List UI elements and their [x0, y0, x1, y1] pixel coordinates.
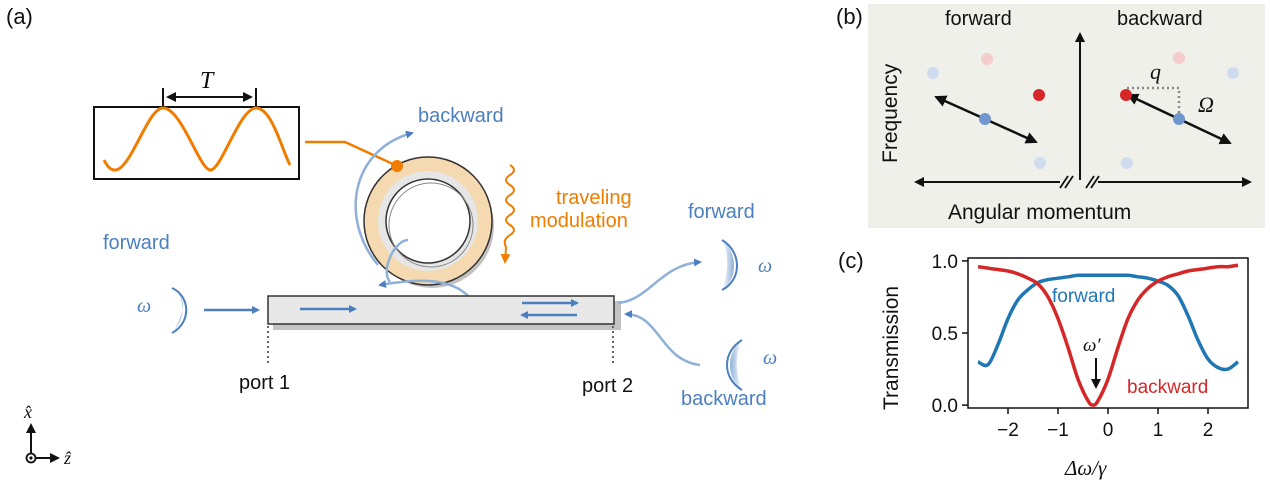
forward-left-label: forward [103, 232, 170, 254]
c-ylabel: Transmission [880, 286, 903, 410]
c-forward-label: forward [1052, 286, 1115, 307]
omega-backward-out-label: ω [763, 347, 777, 369]
panel-b: (b) forward backward Frequency Angular m… [836, 4, 1265, 228]
modulation-point [391, 160, 403, 172]
b-omega-label: Ω [1198, 92, 1214, 117]
omega-forward-out-label: ω [758, 255, 772, 277]
c-omega-prime-label: ω′ [1083, 335, 1101, 356]
period-label: T [200, 68, 215, 94]
transmission-plot: −2 −1 0 1 2 0.0 0.5 1.0 [932, 252, 1240, 441]
x-tick-label: 2 [1203, 420, 1214, 441]
b-axis-break-3 [1085, 175, 1095, 189]
y-tick-label: 0.5 [932, 324, 958, 345]
backward-ring-arrow [354, 130, 414, 266]
b-backward-arrow-up [1126, 93, 1180, 121]
output-backward-branch [624, 310, 701, 367]
modulation-label: modulation [530, 210, 628, 232]
x-tick-label: 0 [1103, 420, 1114, 441]
b-axis-break-2 [1064, 175, 1074, 189]
forward-right-label: forward [688, 201, 755, 223]
b-forward-arrow-down [984, 117, 1038, 144]
series-line-backward [977, 263, 1239, 407]
output-backward-pulse-edge [726, 339, 743, 391]
z-axis-label: ẑ [63, 448, 72, 468]
input-pulse [172, 288, 183, 333]
c-xlabel: Δω/γ [1064, 456, 1107, 480]
plot-frame [967, 257, 1249, 409]
coupling-arrow-left [385, 238, 409, 283]
output-forward-branch [617, 258, 702, 305]
output-backward-pulse [730, 340, 742, 390]
backward-top-label: backward [418, 105, 504, 127]
output-forward-pulse-edge [721, 239, 738, 291]
panel-c: (c) Transmission Δω/γ −2 −1 0 1 2 0.0 0.5 1.0 f… [838, 248, 1249, 480]
modulation-sine-wave [102, 106, 292, 172]
b-dot-faint-red [1173, 52, 1185, 64]
traveling-label: traveling [556, 187, 632, 209]
b-dot-faint-blue [927, 67, 939, 79]
panel-b-label: (b) [836, 4, 863, 29]
b-forward-label: forward [945, 8, 1012, 30]
b-axis-break-1 [1059, 175, 1069, 189]
b-backward-arrow-down [1178, 117, 1232, 145]
b-dot-red [1033, 89, 1045, 101]
x-tick-label: 1 [1153, 420, 1164, 441]
b-angular-momentum-label: Angular momentum [948, 201, 1131, 224]
b-q-dotted-bracket [1127, 86, 1181, 115]
coupling-arrow-bottom [378, 279, 471, 299]
input-pulse-edge [171, 287, 188, 334]
ring-resonator [363, 156, 494, 288]
b-q-label: q [1150, 59, 1161, 84]
panel-b-background [868, 4, 1265, 228]
y-axis-dot [29, 456, 33, 460]
omega-in-label: ω [137, 295, 151, 317]
output-forward-pulse [722, 240, 734, 290]
b-backward-label: backward [1117, 8, 1203, 30]
x-tick-label: −1 [1047, 420, 1069, 441]
c-backward-label: backward [1127, 377, 1208, 398]
backward-right-label: backward [681, 388, 767, 410]
b-dot-red [1120, 89, 1132, 101]
b-dot-faint-blue [1227, 67, 1239, 79]
x-tick-label: −2 [997, 420, 1019, 441]
b-dot-faint-red [981, 53, 993, 65]
x-axis-label: x̂ [23, 402, 32, 422]
modulation-connector [305, 140, 396, 167]
b-dot-blue [979, 113, 991, 125]
panel-c-label: (c) [838, 248, 864, 273]
b-dot-blue [1173, 113, 1185, 125]
traveling-modulation-wavy-arrow [500, 164, 515, 264]
b-dot-faint-blue [1121, 157, 1133, 169]
b-dot-faint-blue [1034, 157, 1046, 169]
b-forward-arrow-up [934, 95, 986, 121]
b-axis-break-4 [1090, 175, 1100, 189]
y-tick-label: 1.0 [932, 252, 958, 273]
series-line-forward [977, 273, 1240, 372]
port2-label: port 2 [582, 375, 633, 397]
b-frequency-label: Frequency [879, 63, 902, 163]
y-tick-label: 0.0 [932, 396, 958, 417]
port1-label: port 1 [239, 372, 290, 394]
panel-a-label: (a) [6, 4, 33, 29]
modulation-signal-box [93, 106, 300, 180]
panel-a: (a) T backward traveling modulation [6, 4, 777, 468]
